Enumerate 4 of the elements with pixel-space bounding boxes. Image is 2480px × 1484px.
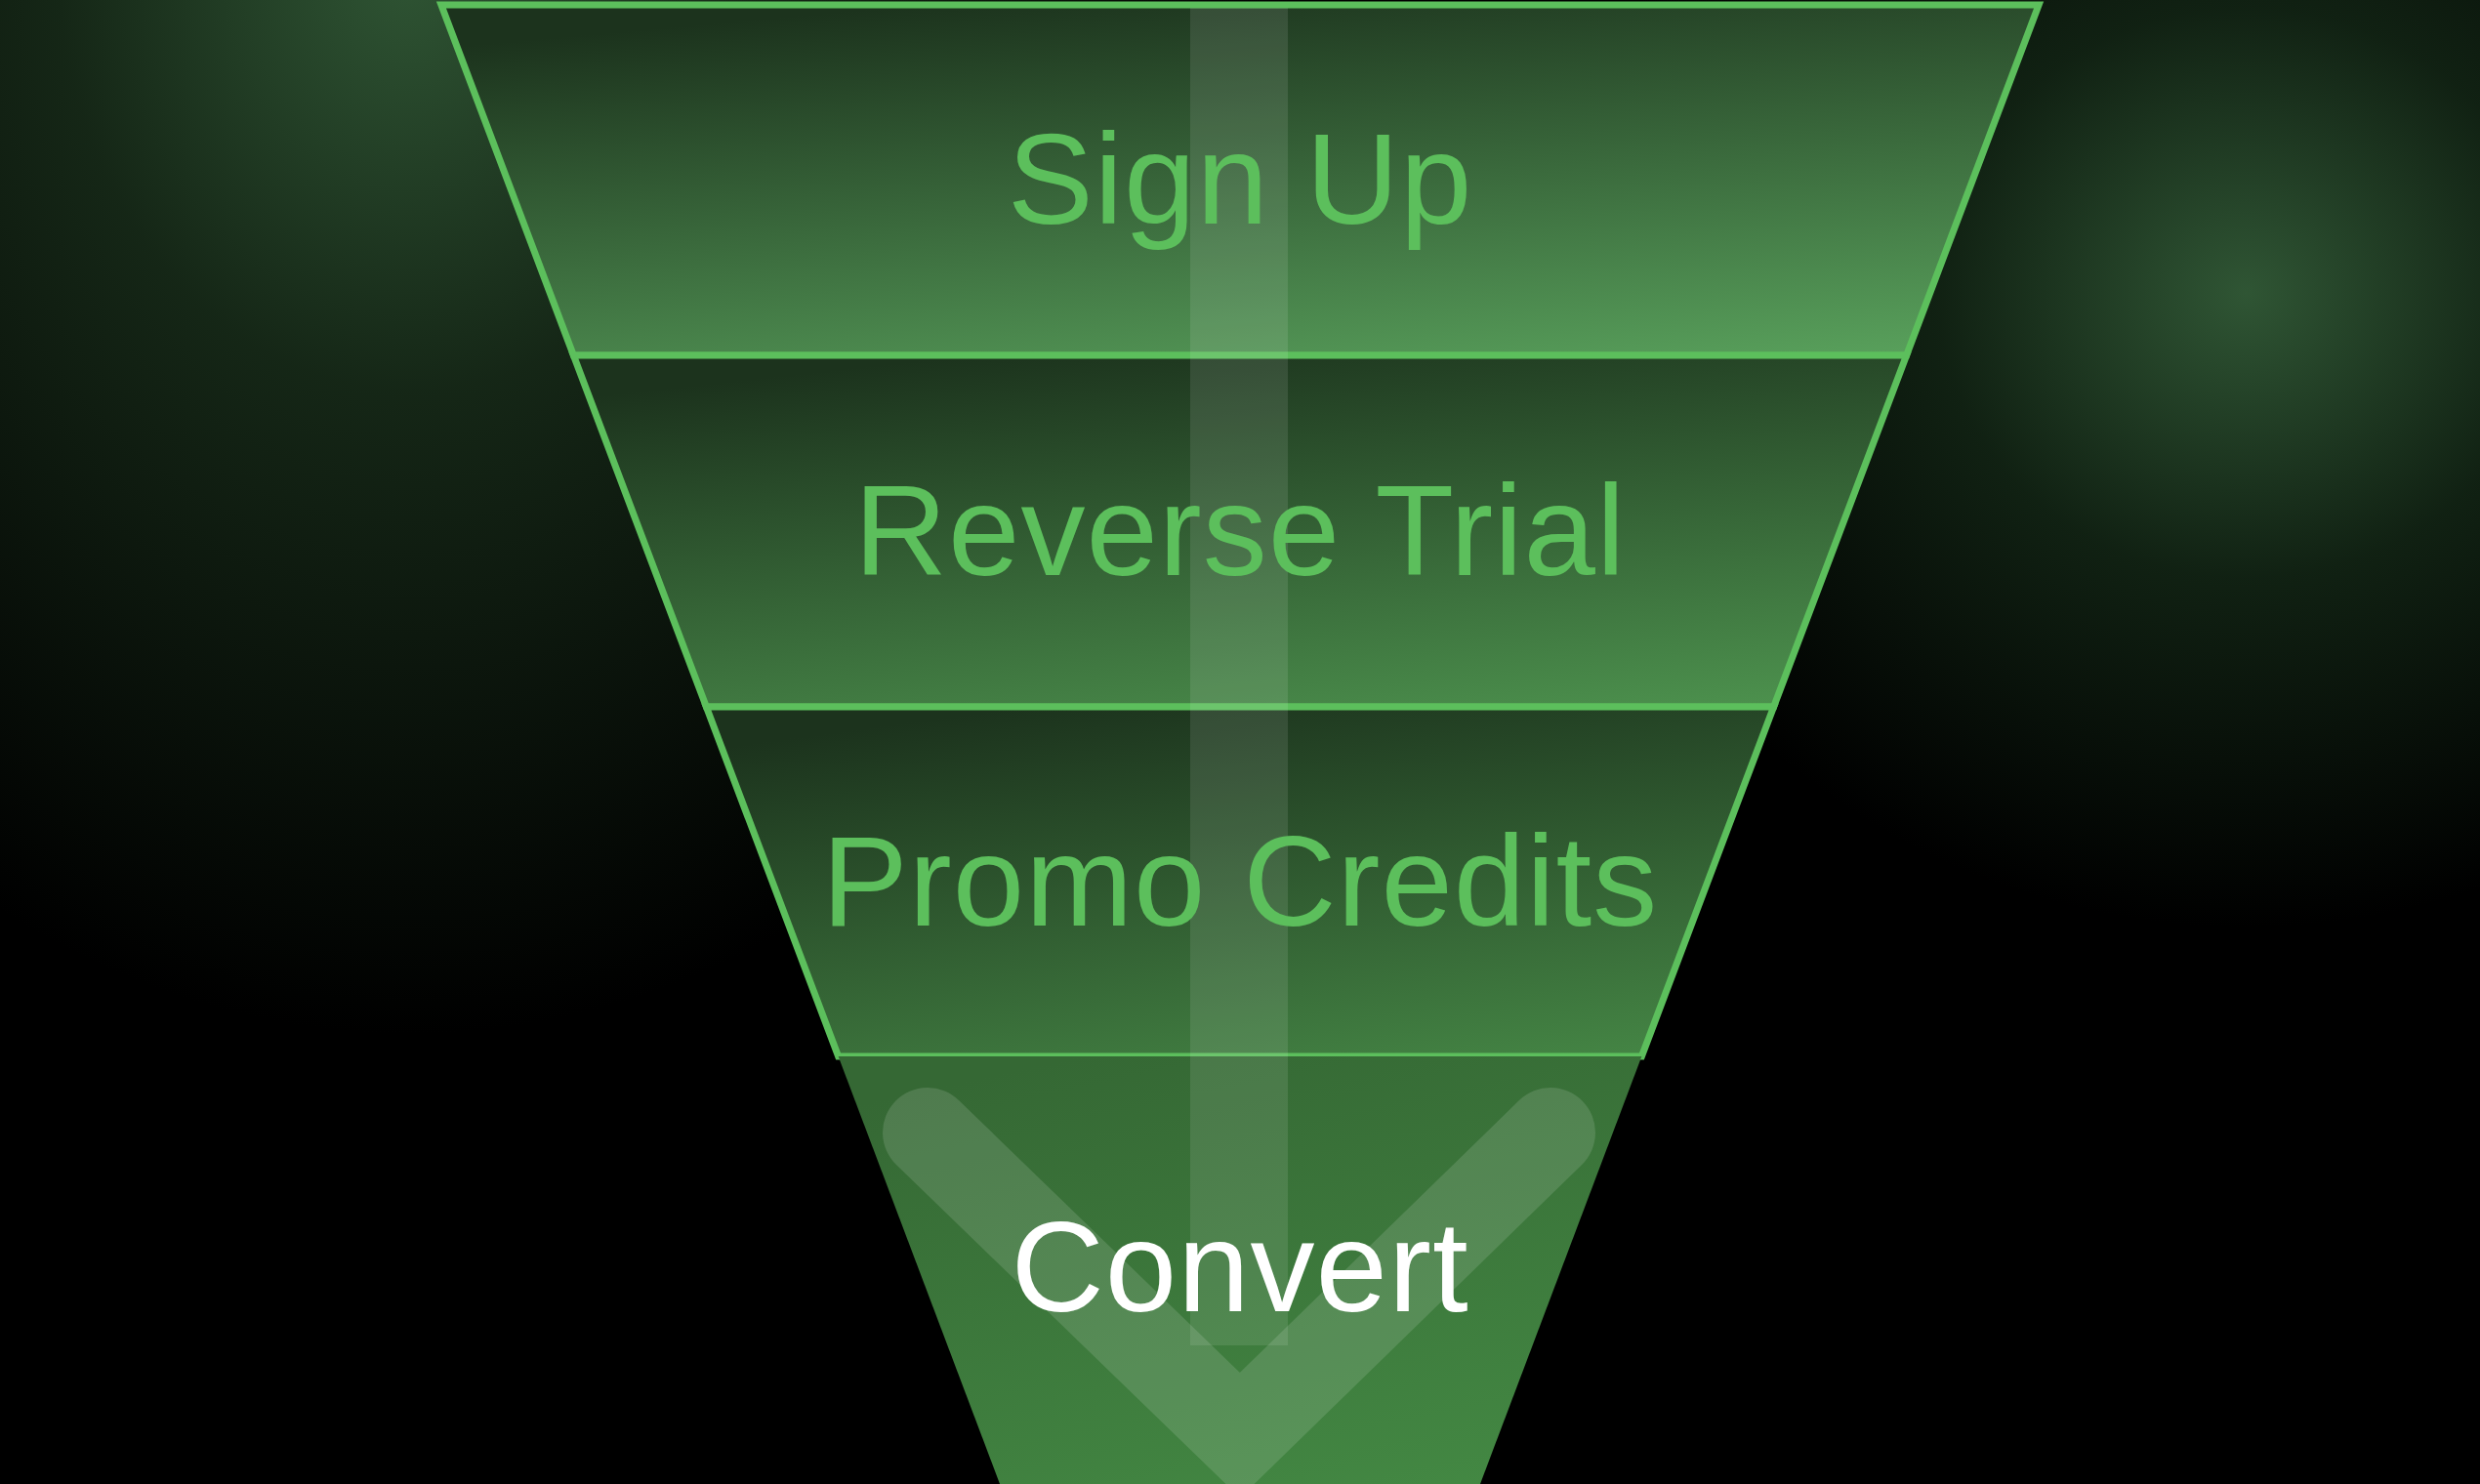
stage-label: Sign Up bbox=[1007, 112, 1473, 248]
stage-label: Convert bbox=[1011, 1200, 1469, 1336]
stage-label: Promo Credits bbox=[821, 813, 1659, 950]
stage-label: Reverse Trial bbox=[853, 463, 1627, 599]
